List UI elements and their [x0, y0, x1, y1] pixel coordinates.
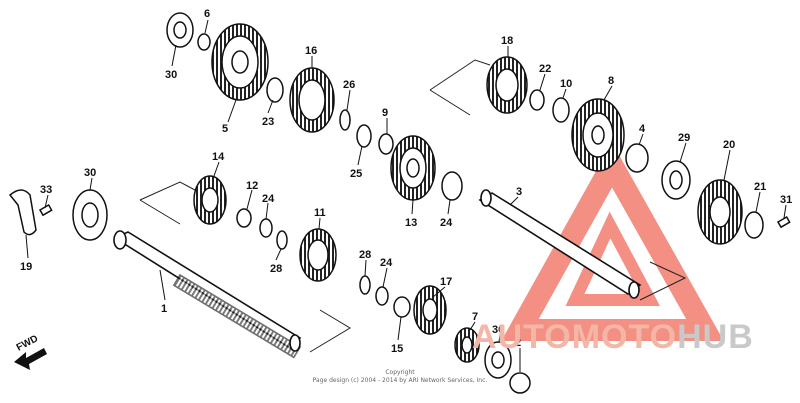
callout-26: 25 — [350, 168, 362, 180]
bearings-washers — [72, 12, 764, 394]
washer-24b — [375, 286, 389, 306]
callout-11: 11 — [314, 207, 326, 219]
callout-2: 2 — [515, 337, 521, 349]
callout-28a: 28 — [270, 263, 282, 275]
bearing-32 — [72, 189, 108, 241]
small-parts — [8, 189, 791, 236]
washer-25 — [441, 171, 463, 201]
copyright-line1: Copyright — [385, 369, 415, 376]
gear-8 — [571, 98, 625, 172]
washer-23 — [266, 77, 284, 103]
callout-24a: 24 — [262, 193, 275, 205]
sprocket-20 — [697, 179, 743, 245]
callout-7: 7 — [472, 311, 478, 323]
main-shaft — [113, 230, 302, 359]
bushing-12 — [236, 208, 252, 228]
watermark-brand-part3: HUB — [677, 318, 754, 356]
washer-2 — [509, 372, 531, 394]
callout-5: 5 — [222, 123, 228, 135]
gear-14 — [193, 175, 227, 225]
arm-19 — [8, 189, 37, 236]
callout-6: 6 — [204, 8, 210, 20]
watermark-brand: AUTOMOTOHUB — [472, 318, 754, 357]
callout-17: 17 — [440, 276, 452, 288]
callout-16: 16 — [305, 45, 317, 57]
callout-1: 1 — [161, 303, 167, 315]
callout-29: 29 — [678, 132, 690, 144]
callout-12: 12 — [246, 180, 258, 192]
gear-5 — [211, 23, 269, 101]
callout-30b: 30 — [492, 324, 504, 336]
gear-7 — [454, 327, 480, 363]
gear-13 — [390, 135, 436, 201]
callout-labels: 30 6 5 23 16 26 9 25 13 24 18 22 10 8 4 … — [20, 8, 792, 384]
bearing-29 — [661, 160, 691, 200]
callout-24b: 24 — [380, 257, 393, 269]
circlip-27 — [339, 109, 351, 131]
counter-shaft — [478, 189, 642, 299]
callout-14: 14 — [212, 151, 225, 163]
washer-26 — [356, 124, 372, 148]
bushing-9 — [378, 133, 394, 155]
callout-21: 21 — [754, 181, 766, 193]
gear-18 — [486, 56, 528, 114]
callout-33: 33 — [40, 184, 52, 196]
bolt-31 — [776, 215, 791, 229]
gears — [193, 23, 743, 363]
callout-15: 15 — [391, 343, 403, 355]
callout-23: 23 — [262, 116, 274, 128]
guide-lines — [139, 59, 687, 353]
callout-18: 18 — [501, 35, 513, 47]
gear-17 — [413, 285, 447, 335]
fwd-arrow — [14, 348, 47, 370]
callout-13: 13 — [405, 217, 417, 229]
watermark-brand-part1: AUTO — [472, 318, 572, 356]
callout-31: 31 — [780, 194, 792, 206]
callout-25: 24 — [440, 217, 453, 229]
gear-11 — [299, 228, 337, 282]
leader-lines — [25, 19, 787, 372]
washer-22 — [529, 89, 545, 111]
bushing-4 — [625, 143, 649, 173]
callout-9: 9 — [382, 107, 388, 119]
bearing-30-top — [166, 12, 194, 48]
washer-24a — [259, 218, 273, 238]
callout-32: 30 — [84, 167, 96, 179]
bolt-33 — [38, 203, 53, 217]
callout-22: 22 — [539, 63, 551, 75]
bushing-15 — [393, 296, 411, 318]
callout-27: 26 — [343, 79, 355, 91]
plate-21 — [744, 211, 764, 239]
circlip-28b — [359, 275, 371, 295]
callout-8: 8 — [608, 75, 614, 87]
callout-10: 10 — [560, 78, 572, 90]
watermark-brand-part2: MOTO — [571, 318, 678, 356]
gear-16 — [289, 67, 335, 133]
bushing-6 — [197, 33, 211, 51]
callout-19: 19 — [20, 261, 32, 273]
circlip-28a — [276, 230, 288, 250]
callout-20: 20 — [723, 139, 735, 151]
callout-4: 4 — [639, 123, 646, 135]
bushing-10 — [552, 97, 570, 123]
callout-30: 30 — [165, 69, 177, 81]
copyright-line2: Page design (c) 2004 - 2014 by ARI Netwo… — [313, 377, 488, 384]
bearing-30-bottom — [484, 341, 512, 379]
callout-28b: 28 — [359, 249, 371, 261]
callout-3: 3 — [516, 186, 522, 198]
